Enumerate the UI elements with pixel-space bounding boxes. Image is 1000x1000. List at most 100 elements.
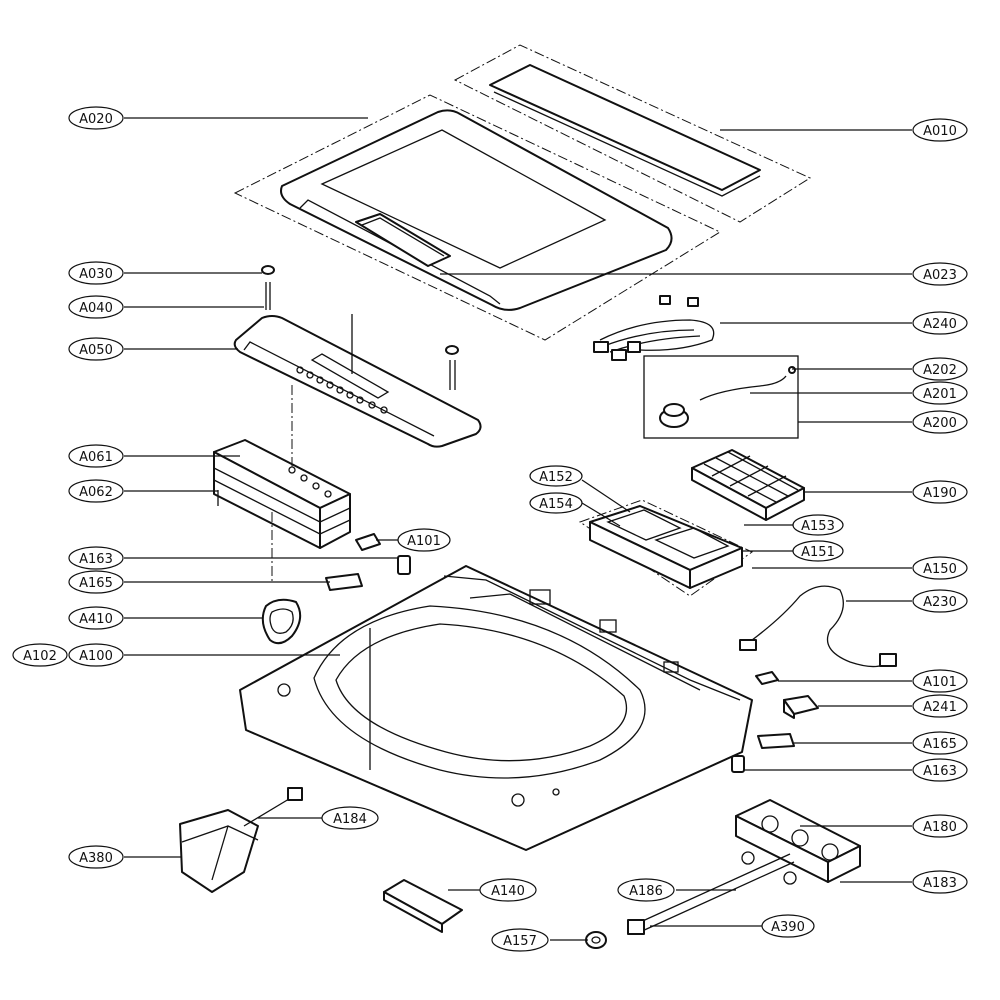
label-a390: A390 (761, 914, 815, 938)
label-a023: A023 (912, 262, 968, 286)
svg-text:A101: A101 (407, 534, 441, 549)
part-a101-left (355, 533, 381, 551)
label-a180: A180 (912, 814, 968, 838)
part-a030-a040-fasteners (261, 265, 459, 390)
part-a100-top-frame (239, 565, 753, 851)
svg-text:A202: A202 (923, 363, 957, 378)
part-a200-sensor-group (643, 355, 799, 439)
svg-text:A390: A390 (771, 920, 805, 935)
svg-text:A101: A101 (923, 675, 957, 690)
svg-text:A184: A184 (333, 812, 367, 827)
label-a030: A030 (68, 261, 124, 285)
svg-text:A010: A010 (923, 124, 957, 139)
svg-text:A410: A410 (79, 612, 113, 627)
label-a050: A050 (68, 337, 124, 361)
part-a020-lid (233, 94, 722, 341)
svg-text:A380: A380 (79, 851, 113, 866)
label-a240: A240 (912, 311, 968, 335)
label-a183: A183 (912, 870, 968, 894)
label-a154: A154 (529, 492, 583, 514)
label-a020: A020 (68, 106, 124, 130)
part-a010-top-cover (453, 44, 812, 223)
label-a101-right: A101 (912, 669, 968, 693)
svg-text:A190: A190 (923, 486, 957, 501)
part-a186-hose (627, 853, 795, 935)
label-a165-left: A165 (68, 570, 124, 594)
label-a202: A202 (912, 357, 968, 381)
part-a150-dispenser (578, 499, 753, 597)
part-a230-power-cord (739, 585, 897, 668)
svg-text:A153: A153 (801, 519, 835, 534)
svg-text:A200: A200 (923, 416, 957, 431)
svg-text:A240: A240 (923, 317, 957, 332)
svg-text:A157: A157 (503, 934, 537, 949)
svg-text:A154: A154 (539, 497, 573, 512)
part-a410-ring (261, 598, 302, 645)
label-a100: A100 (68, 643, 124, 667)
svg-text:A201: A201 (923, 387, 957, 402)
svg-text:A023: A023 (923, 268, 957, 283)
svg-text:A020: A020 (79, 112, 113, 127)
part-a140 (383, 879, 463, 933)
label-a040: A040 (68, 295, 124, 319)
svg-text:A163: A163 (79, 552, 113, 567)
svg-text:A152: A152 (539, 470, 573, 485)
label-a153: A153 (792, 514, 844, 536)
label-a241: A241 (912, 694, 968, 718)
label-a152: A152 (529, 465, 583, 487)
part-a163-left (397, 555, 411, 575)
label-a184: A184 (321, 806, 379, 830)
svg-text:A030: A030 (79, 267, 113, 282)
label-a230: A230 (912, 589, 968, 613)
svg-text:A061: A061 (79, 450, 113, 465)
svg-text:A180: A180 (923, 820, 957, 835)
svg-text:A150: A150 (923, 562, 957, 577)
svg-text:A151: A151 (801, 545, 835, 560)
part-a180-a183-valves (735, 799, 861, 885)
part-a061-a062-pcb (213, 385, 351, 583)
part-a101-right (755, 671, 779, 685)
label-a165-right: A165 (912, 731, 968, 755)
svg-text:A050: A050 (79, 343, 113, 358)
label-a062: A062 (68, 479, 124, 503)
label-a140: A140 (479, 878, 537, 902)
part-a240-harness (593, 295, 715, 361)
part-a380-bracket (179, 809, 259, 893)
label-a380: A380 (68, 845, 124, 869)
svg-text:A040: A040 (79, 301, 113, 316)
label-a201: A201 (912, 381, 968, 405)
label-a150: A150 (912, 556, 968, 580)
svg-text:A241: A241 (923, 700, 957, 715)
label-a101-left: A101 (397, 528, 451, 552)
label-a010: A010 (912, 118, 968, 142)
label-a186: A186 (617, 878, 675, 902)
leader-lines (124, 117, 912, 941)
part-a241 (783, 695, 819, 719)
svg-text:A062: A062 (79, 485, 113, 500)
label-a163-left: A163 (68, 546, 124, 570)
label-a190: A190 (912, 480, 968, 504)
svg-text:A100: A100 (79, 649, 113, 664)
label-a410: A410 (68, 606, 124, 630)
svg-text:A102: A102 (23, 649, 57, 664)
label-a102: A102 (12, 643, 68, 667)
label-a061: A061 (68, 444, 124, 468)
label-a157: A157 (491, 928, 549, 952)
label-a163-right: A163 (912, 758, 968, 782)
svg-text:A140: A140 (491, 884, 525, 899)
part-a165-right (757, 733, 795, 749)
svg-text:A165: A165 (79, 576, 113, 591)
part-a165-left (325, 573, 363, 591)
svg-text:A165: A165 (923, 737, 957, 752)
part-a050-control-panel (233, 314, 482, 448)
part-a157-cap (585, 931, 607, 949)
part-a184-connector (243, 787, 303, 827)
label-a151: A151 (792, 540, 844, 562)
part-a163-right (731, 755, 745, 773)
svg-text:A186: A186 (629, 884, 663, 899)
part-a190-filter (691, 449, 805, 521)
svg-text:A183: A183 (923, 876, 957, 891)
label-a200: A200 (912, 410, 968, 434)
svg-text:A230: A230 (923, 595, 957, 610)
